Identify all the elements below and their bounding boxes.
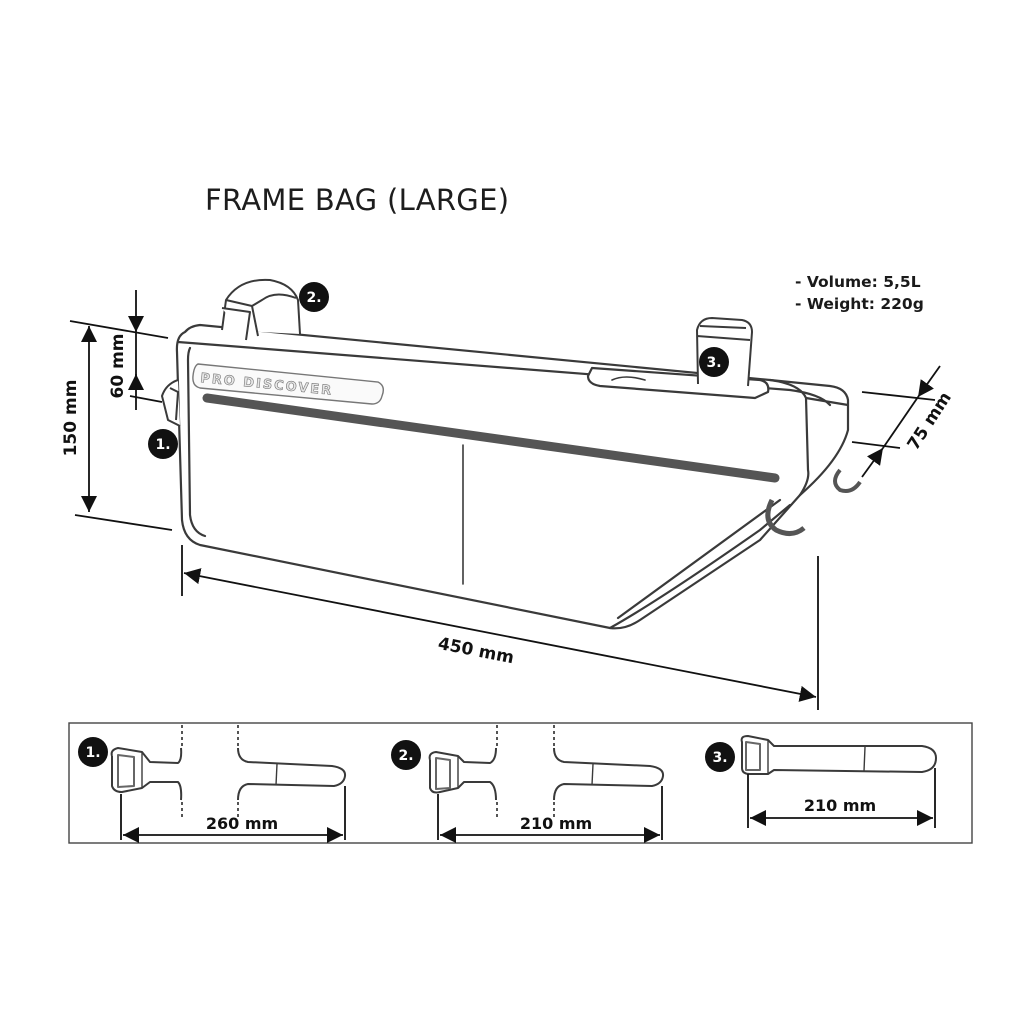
badge-3-on-bag: 3. xyxy=(699,347,729,377)
badge-2-on-bag: 2. xyxy=(299,282,329,312)
svg-text:1.: 1. xyxy=(85,745,100,761)
svg-text:3.: 3. xyxy=(712,750,727,766)
spec-weight: - Weight: 220g xyxy=(795,295,924,313)
zipper xyxy=(202,393,780,483)
strap-1-illustration xyxy=(161,379,181,427)
diagram-title: FRAME BAG (LARGE) xyxy=(205,183,510,217)
dim-label-60: 60 mm xyxy=(108,333,128,398)
svg-text:2.: 2. xyxy=(398,748,413,764)
badge-1-on-bag: 1. xyxy=(148,429,178,459)
svg-text:3.: 3. xyxy=(706,355,721,371)
strap-detail-1: 1. 260 mm xyxy=(78,725,347,844)
specs-list: - Volume: 5,5L - Weight: 220g xyxy=(795,271,924,315)
dim-label-450: 450 mm xyxy=(436,634,515,668)
dim-label-150: 150 mm xyxy=(61,380,81,457)
strap-1-length: 260 mm xyxy=(206,814,278,833)
dim-label-75: 75 mm xyxy=(904,389,956,454)
dimension-lines xyxy=(69,290,941,710)
strap-detail-2: 2. 210 mm xyxy=(391,725,665,844)
strap-2-length: 210 mm xyxy=(520,814,592,833)
strap-2-illustration xyxy=(221,278,301,341)
rear-loop xyxy=(765,468,862,536)
svg-text:1.: 1. xyxy=(155,437,170,453)
spec-volume: - Volume: 5,5L xyxy=(795,273,921,291)
strap-detail-3: 3. 210 mm xyxy=(705,735,937,828)
strap-3-length: 210 mm xyxy=(804,796,876,815)
svg-text:2.: 2. xyxy=(306,290,321,306)
